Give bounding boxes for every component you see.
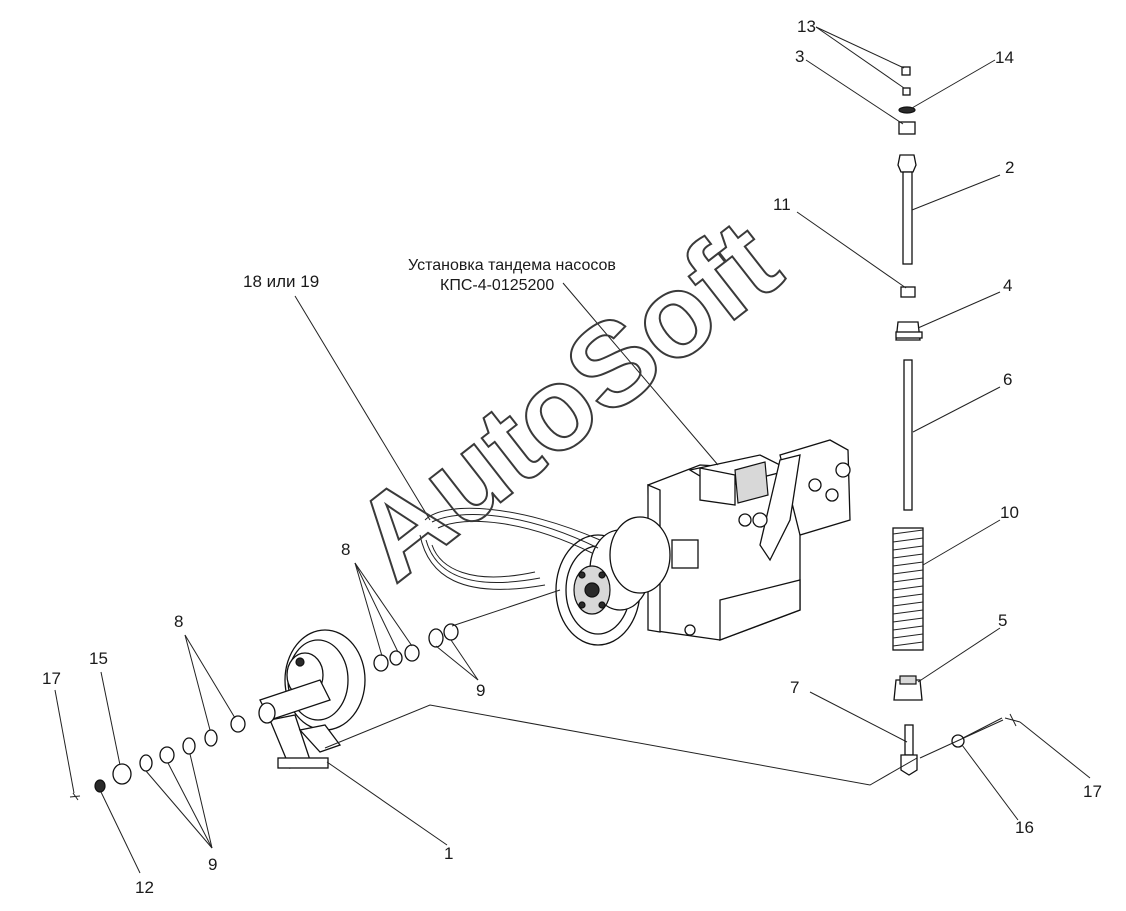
callout-11: 11 — [773, 195, 791, 214]
callout-3: 3 — [795, 47, 804, 66]
callout-13: 13 — [797, 17, 816, 36]
callout-14: 14 — [995, 48, 1014, 67]
callout-9-upper: 9 — [476, 681, 485, 700]
v-belt — [419, 507, 601, 590]
callout-4: 4 — [1003, 276, 1012, 295]
callout-1: 1 — [444, 844, 453, 863]
assembly-caption-line2: КПС-4-0125200 — [440, 277, 554, 294]
callout-18-or-19: 18 или 19 — [243, 272, 319, 291]
assembly-caption-line1: Установка тандема насосов — [408, 257, 616, 274]
callout-8-lower: 8 — [174, 612, 183, 631]
bearing-washer-row-lower — [69, 715, 246, 801]
callout-17-right: 17 — [1083, 782, 1102, 801]
bearing-washer-row-upper — [373, 623, 459, 672]
leader-lines — [54, 26, 1091, 874]
callout-2: 2 — [1005, 158, 1014, 177]
callout-7: 7 — [790, 678, 799, 697]
pump-tandem-unit — [555, 439, 851, 646]
callout-12: 12 — [135, 878, 154, 897]
tensioner-rod-assembly — [892, 66, 1021, 776]
callout-15: 15 — [89, 649, 108, 668]
compression-spring — [892, 527, 924, 651]
callout-10: 10 — [1000, 503, 1019, 522]
callout-16: 16 — [1015, 818, 1034, 837]
callout-17-left: 17 — [42, 669, 61, 688]
callout-8-upper: 8 — [341, 540, 350, 559]
callout-5: 5 — [998, 611, 1007, 630]
idler-arm-pulley — [258, 629, 366, 769]
callout-6: 6 — [1003, 370, 1012, 389]
callout-9-lower: 9 — [208, 855, 217, 874]
